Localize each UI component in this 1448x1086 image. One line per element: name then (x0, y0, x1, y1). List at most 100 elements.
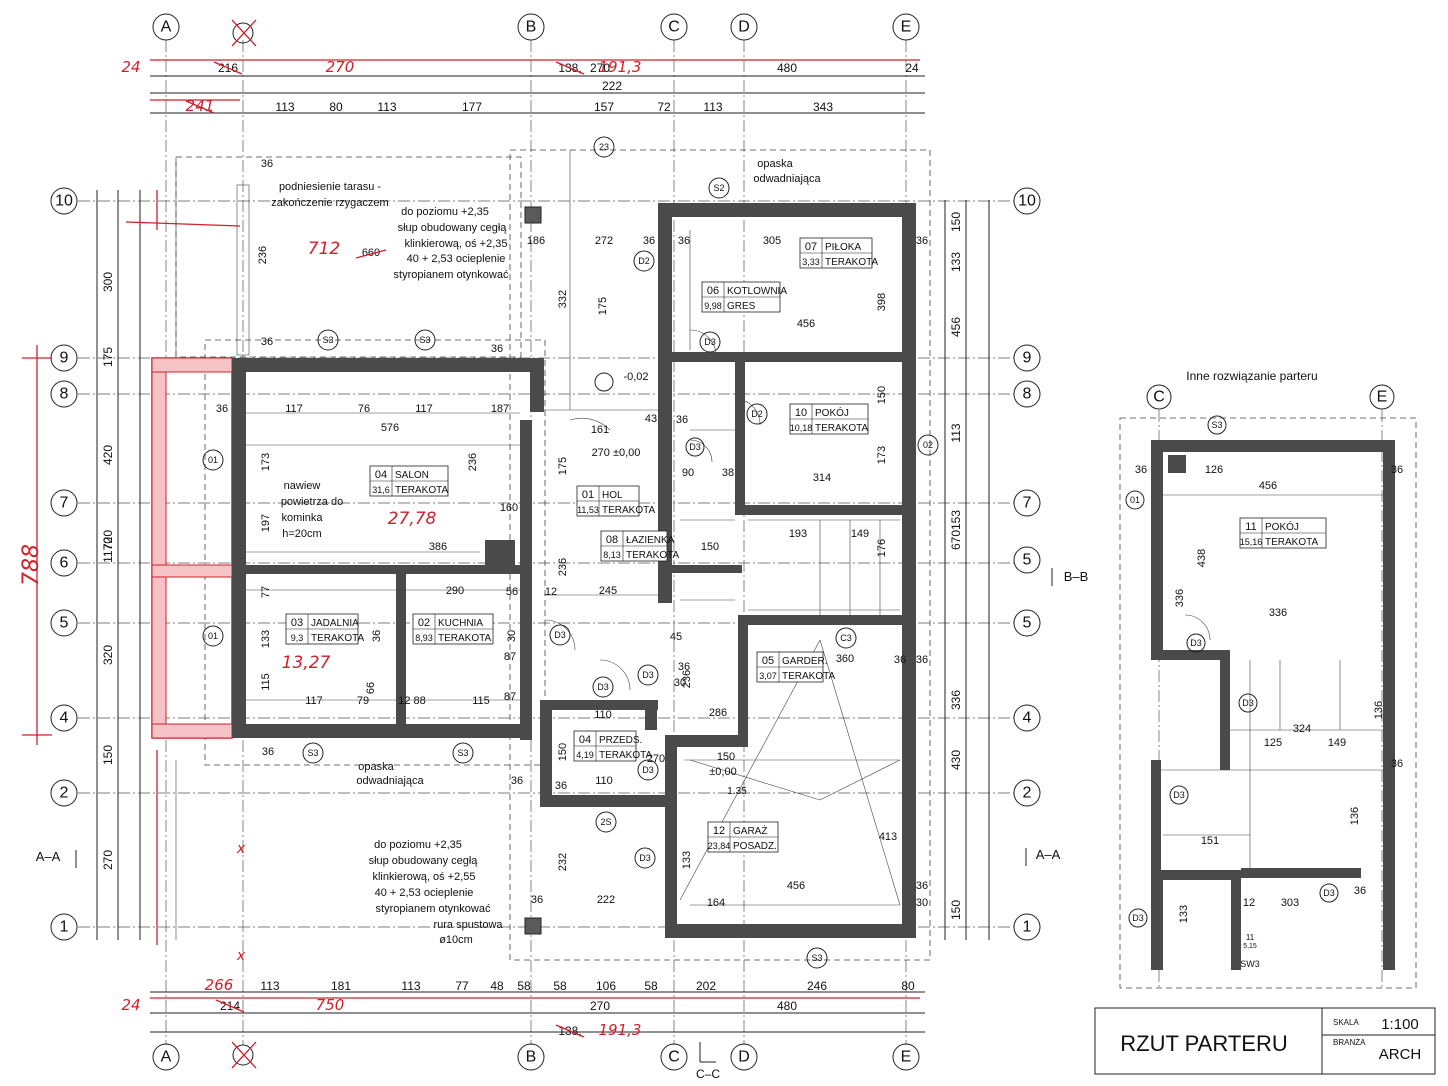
svg-text:01: 01 (1130, 495, 1140, 505)
strike-mark (555, 61, 585, 75)
svg-text:12: 12 (1243, 897, 1255, 909)
svg-text:160: 160 (500, 502, 518, 514)
title-block: RZUT PARTERU SKALA 1:100 BRANŻA ARCH (1094, 1007, 1436, 1075)
svg-text:36: 36 (262, 746, 274, 758)
room-number: 12 (713, 825, 725, 837)
opaska-bottom-note: opaska odwadniająca (356, 761, 424, 787)
axis-label: 1 (60, 919, 69, 936)
dimension-label: 420 (101, 445, 115, 465)
svg-text:79: 79 (357, 695, 369, 707)
room-name: KUCHNIA (438, 618, 483, 629)
dimension-label: 222 (602, 79, 622, 93)
room-floor: TERAKOTA (395, 485, 448, 496)
svg-text:173: 173 (260, 453, 272, 471)
axis-label: 2 (60, 785, 69, 802)
svg-text:133: 133 (681, 851, 693, 869)
room-area: 8,93 (415, 633, 433, 643)
room-name: POKÓJ (815, 406, 849, 419)
svg-text:303: 303 (1281, 897, 1299, 909)
svg-text:-0,02: -0,02 (623, 371, 648, 383)
room-area: 10,18 (790, 423, 813, 433)
level-markers: 270 ±0,00 ±0,00 -0,02 (592, 371, 737, 778)
svg-text:5,15: 5,15 (1243, 943, 1257, 950)
svg-text:D3: D3 (1132, 913, 1144, 923)
svg-text:576: 576 (381, 422, 399, 434)
dimension-label: 270 (326, 58, 355, 76)
dimension-label: 133 (949, 252, 963, 272)
vent-note: nawiew powietrza do kominka h=20cm (281, 480, 343, 540)
dimension-label: 177 (462, 100, 482, 114)
bottom-dimensions-row-3: 138,191,3 (555, 1021, 641, 1039)
svg-text:S3: S3 (457, 748, 468, 758)
svg-text:opaska: opaska (757, 158, 793, 170)
svg-text:398: 398 (876, 293, 888, 311)
dimension-label: 113 (703, 100, 722, 114)
room-name: GARDER. (782, 656, 828, 667)
branza-value: ARCH (1379, 1046, 1422, 1063)
svg-text:56: 56 (506, 586, 518, 598)
dimension-label: 202 (696, 979, 716, 993)
room-name: ŁAZIENKA (626, 535, 675, 546)
room-area: 31,6 (372, 485, 390, 495)
svg-text:176: 176 (876, 539, 888, 557)
svg-text:11: 11 (1246, 933, 1255, 942)
svg-text:36: 36 (261, 336, 273, 348)
room-floor: TERAKOTA (1265, 537, 1318, 548)
room-floor: POSADZ. (733, 841, 777, 852)
dimension-label: 270 (590, 999, 610, 1013)
skala-value: 1:100 (1381, 1016, 1419, 1033)
axis-label: 5 (1023, 615, 1032, 632)
room-floor: TERAKOTA (825, 257, 878, 268)
dimension-label: 150 (949, 900, 963, 920)
dimension-label: 113 (401, 979, 420, 993)
strike-mark (213, 61, 243, 75)
room-floor: GRES (727, 301, 756, 312)
dimension-label: 113 (260, 979, 279, 993)
dimension-label: 80 (901, 979, 915, 993)
svg-text:23: 23 (599, 142, 609, 152)
svg-text:150: 150 (701, 541, 719, 553)
room-number: 04 (579, 734, 591, 746)
svg-text:245: 245 (599, 585, 617, 597)
axis-label: E (901, 1049, 912, 1066)
dimension-label: 241 (186, 97, 215, 115)
svg-text:12 88: 12 88 (398, 695, 426, 707)
room-floor: TERAKOTA (815, 423, 868, 434)
room-number: 04 (375, 469, 387, 481)
dimension-label: 670 (949, 530, 963, 550)
svg-text:117: 117 (305, 695, 323, 707)
dimension-label: 150 (949, 212, 963, 232)
room-floor: TERAKOTA (782, 671, 835, 682)
svg-text:187: 187 (491, 403, 509, 415)
svg-text:164: 164 (707, 897, 725, 909)
svg-text:38: 38 (722, 467, 734, 479)
svg-text:90: 90 (682, 467, 694, 479)
dimension-label: 343 (813, 100, 833, 114)
svg-text:D3: D3 (1190, 638, 1202, 648)
dimension-label: 153 (949, 510, 963, 530)
window-door-markers: S3 S3 S3 S3 01 01 23 S2 D2 D3 D2 02 D3 D… (202, 136, 939, 969)
svg-text:175: 175 (557, 457, 569, 475)
room-area: 3,33 (802, 257, 820, 267)
axis-grid-lines (78, 40, 1014, 1045)
svg-text:S3: S3 (1211, 420, 1222, 430)
strike-mark (185, 100, 215, 114)
svg-text:słup obudowany cegłą: słup obudowany cegłą (369, 855, 479, 867)
svg-text:456: 456 (1259, 480, 1277, 492)
svg-text:powietrza do: powietrza do (281, 496, 343, 508)
svg-text:150: 150 (876, 386, 888, 404)
room-area: 11,53 (577, 505, 599, 515)
svg-text:115: 115 (472, 695, 490, 707)
svg-text:36: 36 (1391, 464, 1403, 476)
svg-text:305: 305 (763, 235, 781, 247)
svg-text:D3: D3 (597, 682, 609, 692)
dimension-label: 480 (777, 999, 797, 1013)
red-712: 712 (308, 239, 340, 259)
axis-bubbles-top: A B C D E (152, 13, 920, 47)
